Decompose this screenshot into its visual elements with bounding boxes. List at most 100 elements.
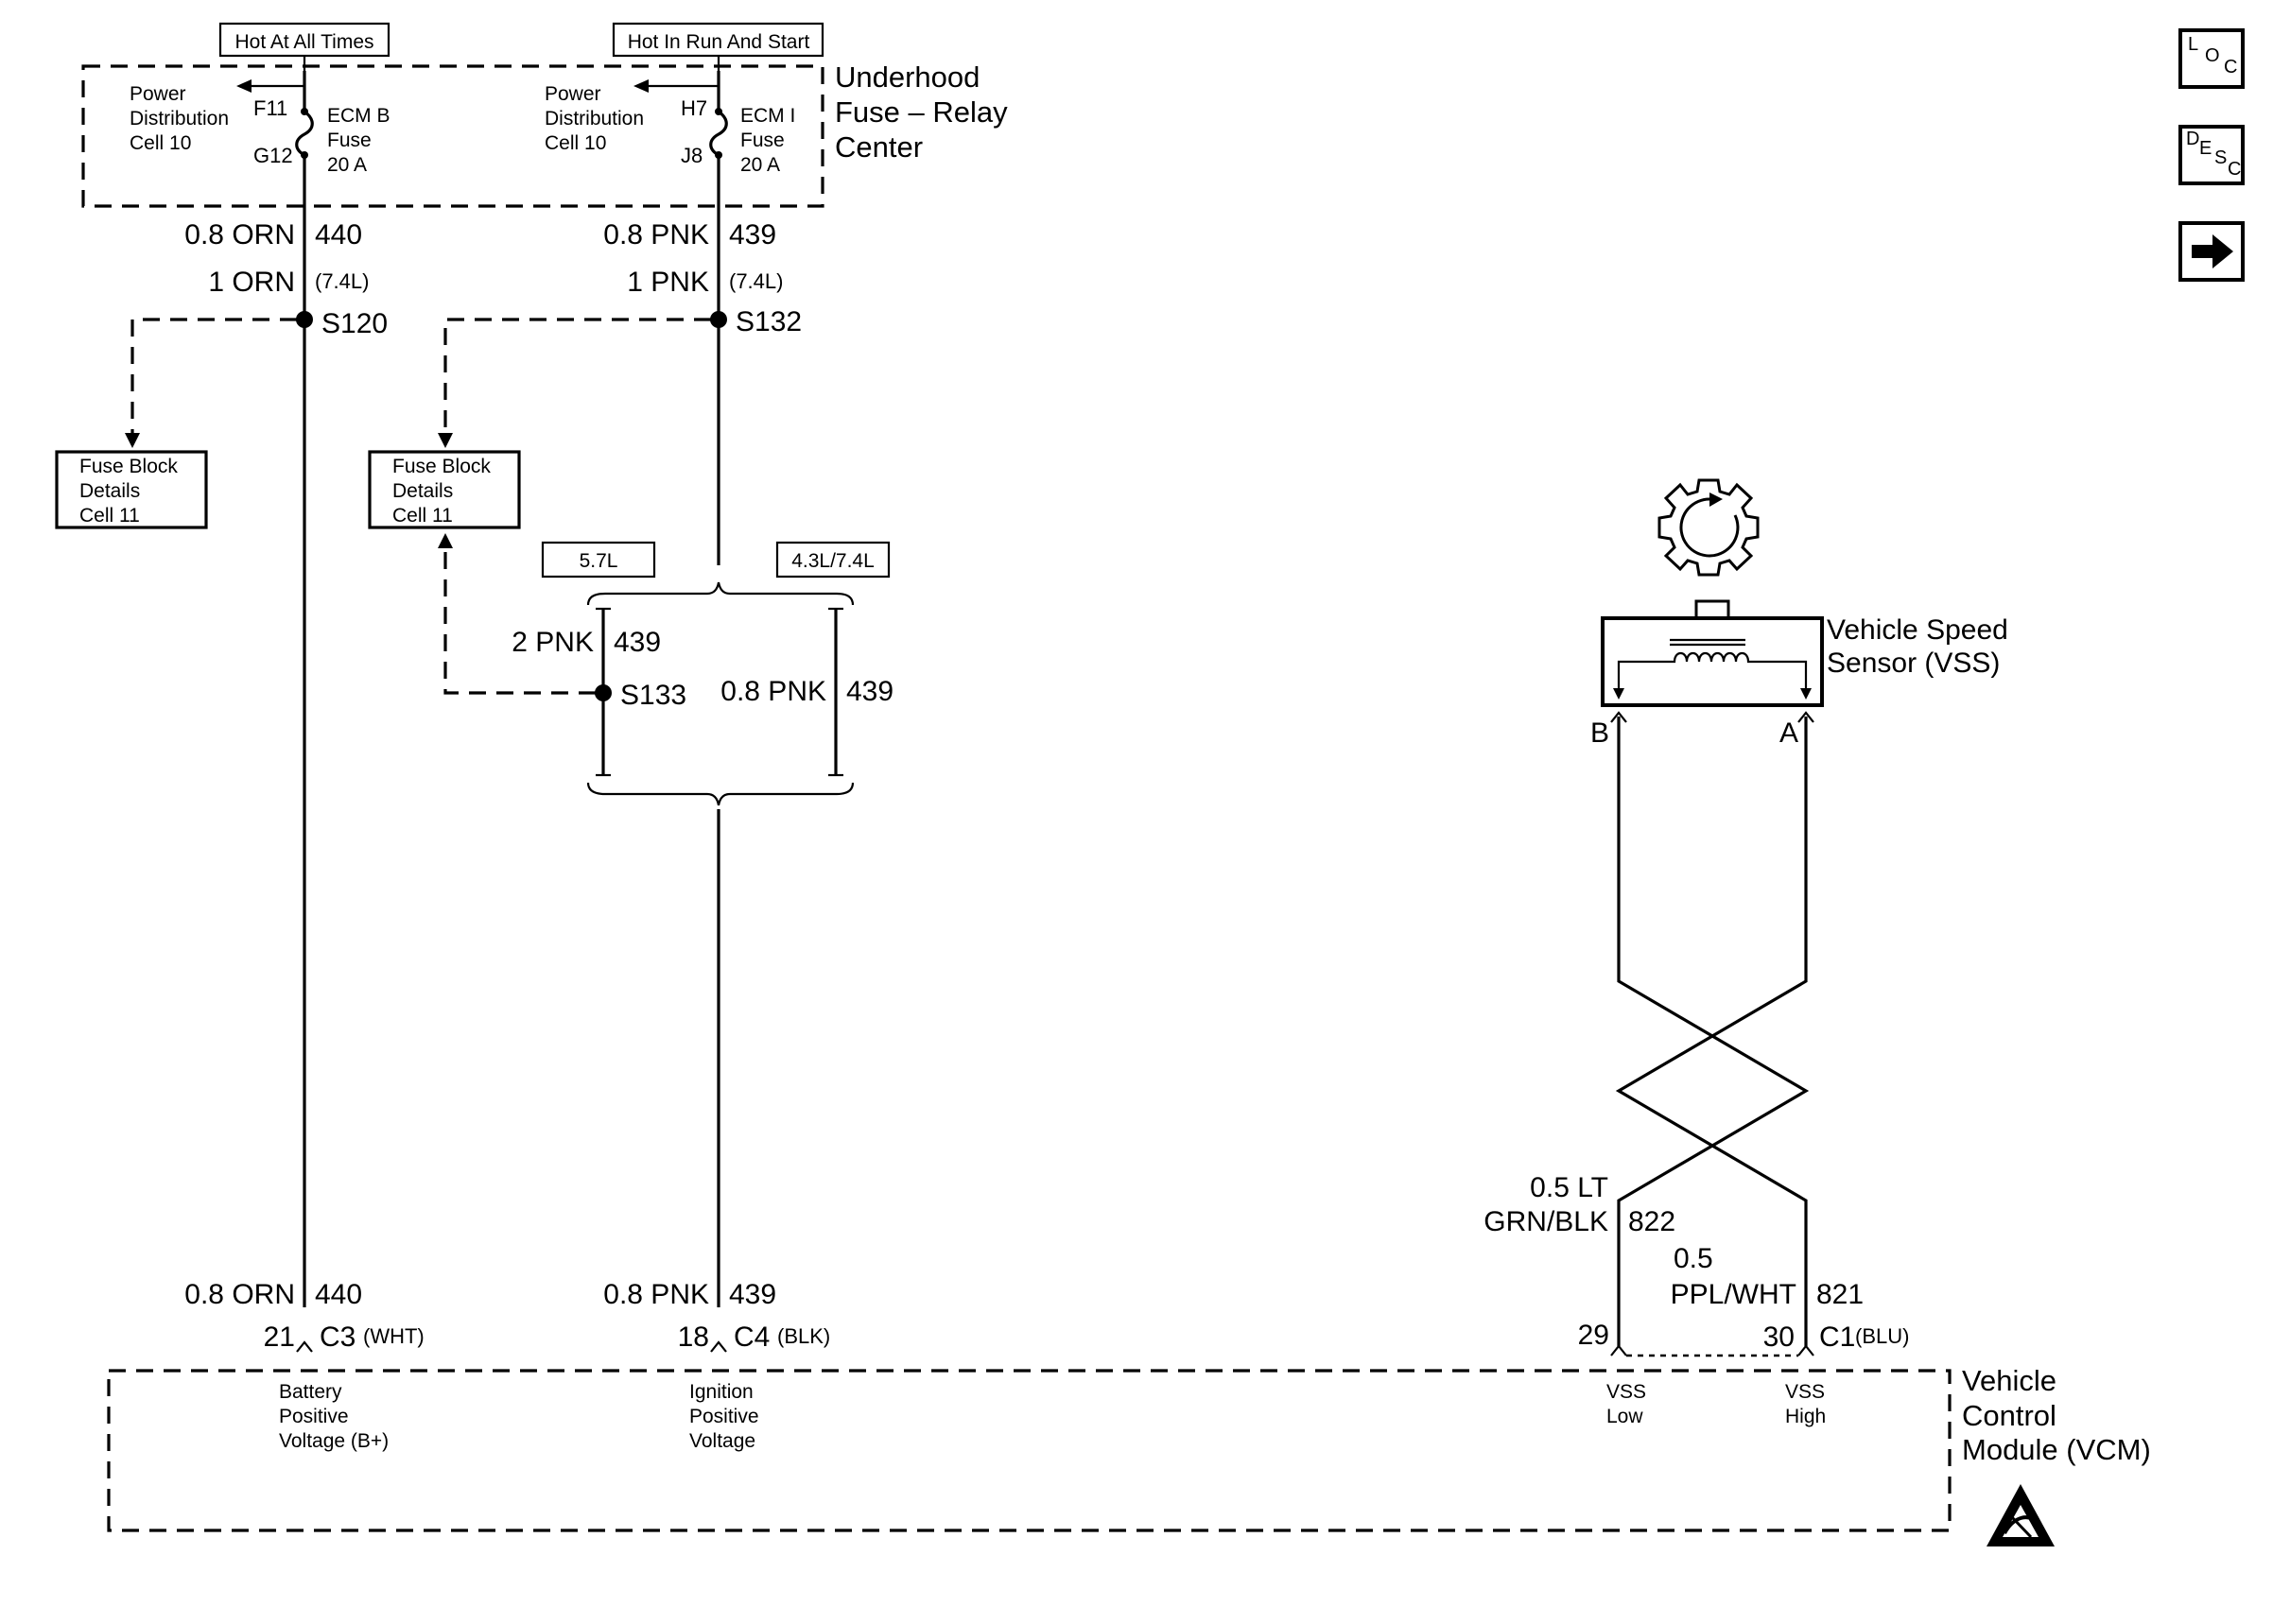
option-4-3l-7-4l-label: 4.3L/7.4L — [775, 541, 891, 579]
c4-connector: C4 — [734, 1322, 770, 1353]
next-page-button[interactable] — [2178, 221, 2245, 282]
circuit-440-upper-gauge: 0.8 ORN — [184, 219, 295, 251]
description-button[interactable]: D E S C — [2178, 125, 2245, 185]
wire-821-gauge-1: 0.5 — [1674, 1243, 1713, 1274]
wire-822-number: 822 — [1628, 1206, 1675, 1237]
fuse-b-name-2: Fuse — [327, 130, 372, 151]
esd-warning-icon — [1987, 1484, 2055, 1546]
vcm-ign-2: Positive — [689, 1406, 759, 1427]
vss-pin-b: B — [1590, 717, 1609, 749]
fuse-i-name-3: 20 A — [740, 154, 780, 176]
circuit-439-upper-gauge: 0.8 PNK — [603, 219, 709, 251]
fuse-b-name-1: ECM B — [327, 105, 390, 127]
fuse-i-bottom-pin: J8 — [681, 144, 703, 167]
circuit-440-alt-note: (7.4L) — [315, 269, 369, 293]
fuse-block-details-right[interactable]: Fuse Block Details Cell 11 — [368, 450, 521, 529]
desc-letter-e: E — [2199, 138, 2212, 159]
option-left-gauge: 2 PNK — [512, 627, 594, 658]
hot-in-run-and-start-label: Hot In Run And Start — [612, 22, 824, 58]
location-button[interactable]: L O C — [2178, 28, 2245, 89]
c4-pin-number: 18 — [678, 1322, 709, 1353]
svg-text:Fuse Block: Fuse Block — [79, 456, 178, 477]
pdc-right-3: Cell 10 — [545, 132, 606, 154]
vcm-box — [107, 1369, 1952, 1532]
vss-wire-822 — [1617, 717, 1810, 1346]
c1-pin-high: 30 — [1763, 1322, 1795, 1353]
c1-pin-30-symbol — [1797, 1344, 1814, 1356]
fuse-center-title-1: Underhood — [835, 60, 980, 94]
vcm-batt-1: Battery — [279, 1381, 342, 1403]
vss-name-2: Sensor (VSS) — [1827, 648, 2000, 679]
svg-text:Hot In Run And Start: Hot In Run And Start — [628, 31, 810, 53]
svg-text:Cell 11: Cell 11 — [392, 505, 453, 527]
fuse-b-bottom-pin: G12 — [253, 144, 293, 167]
vss-wire-821 — [1615, 717, 1808, 1346]
c1-color: (BLU) — [1855, 1324, 1909, 1348]
svg-text:Cell 11: Cell 11 — [79, 505, 140, 527]
c1-pin-29-symbol — [1610, 1344, 1627, 1356]
c3-color: (WHT) — [363, 1324, 425, 1348]
option-left-number: 439 — [614, 627, 661, 658]
fuse-b-name-3: 20 A — [327, 154, 367, 176]
pdc-left-2: Distribution — [130, 108, 229, 130]
c4-pin-symbol — [710, 1340, 727, 1353]
wire-821-number: 821 — [1816, 1279, 1864, 1310]
splice-s133 — [595, 684, 612, 701]
splice-s132-label: S132 — [736, 306, 802, 337]
vcm-ign-1: Ignition — [689, 1381, 754, 1403]
splice-s120-label: S120 — [321, 308, 388, 339]
option-right-gauge: 0.8 PNK — [720, 676, 826, 707]
circuit-439-alt-note: (7.4L) — [729, 269, 783, 293]
loc-letter-c: C — [2224, 57, 2238, 78]
circuit-439-lower-number: 439 — [729, 1279, 776, 1310]
pdc-right-2: Distribution — [545, 108, 644, 130]
c1-connector: C1 — [1819, 1322, 1855, 1353]
splice-s133-label: S133 — [620, 680, 686, 711]
reluctor-wheel-icon — [1657, 478, 1760, 577]
underhood-fuse-relay-center-box — [81, 64, 824, 208]
c3-pin-symbol — [296, 1340, 313, 1353]
vcm-ign-3: Voltage — [689, 1430, 755, 1452]
vcm-title-3: Module (VCM) — [1962, 1433, 2151, 1466]
option-bracket-top — [586, 581, 855, 606]
vcm-vss-high-1: VSS — [1785, 1381, 1825, 1403]
pdc-right-1: Power — [545, 83, 601, 105]
vss-sensor-body — [1601, 616, 1824, 707]
svg-text:Hot At All Times: Hot At All Times — [234, 31, 373, 53]
pdc-left-3: Cell 10 — [130, 132, 191, 154]
fuse-center-title-3: Center — [835, 130, 923, 164]
arrow-right-icon — [2192, 234, 2233, 268]
fuse-i-name-2: Fuse — [740, 130, 785, 151]
loc-letter-o: O — [2205, 45, 2220, 66]
vcm-vss-high-2: High — [1785, 1406, 1826, 1427]
option-bracket-bottom — [586, 782, 855, 806]
circuit-440-alt-gauge: 1 ORN — [208, 267, 295, 298]
fuse-i-top-pin: H7 — [681, 96, 707, 120]
option-right-number: 439 — [846, 676, 894, 707]
vcm-vss-low-1: VSS — [1606, 1381, 1646, 1403]
vcm-title-2: Control — [1962, 1399, 2056, 1432]
desc-letter-c: C — [2228, 159, 2242, 180]
fuse-b-top-pin: F11 — [253, 96, 287, 120]
splice-s120 — [296, 311, 313, 328]
circuit-439-upper-number: 439 — [729, 219, 776, 251]
svg-text:Details: Details — [392, 480, 453, 502]
splice-s132 — [710, 311, 727, 328]
fuse-block-details-left[interactable]: Fuse Block Details Cell 11 — [55, 450, 208, 529]
svg-text:Details: Details — [79, 480, 140, 502]
circuit-440-lower-gauge: 0.8 ORN — [184, 1279, 295, 1310]
circuit-440-upper-number: 440 — [315, 219, 362, 251]
hot-at-all-times-label: Hot At All Times — [218, 22, 390, 58]
pdc-left-1: Power — [130, 83, 186, 105]
ecm-b-fuse-symbol — [295, 71, 314, 159]
svg-text:4.3L/7.4L: 4.3L/7.4L — [791, 550, 875, 572]
ecm-i-fuse-symbol — [709, 71, 728, 159]
svg-text:Fuse Block: Fuse Block — [392, 456, 491, 477]
vss-name-1: Vehicle Speed — [1827, 614, 2008, 646]
circuit-440-lower-number: 440 — [315, 1279, 362, 1310]
fuse-center-title-2: Fuse – Relay — [835, 95, 1008, 129]
fuse-i-name-1: ECM I — [740, 105, 795, 127]
c3-pin-number: 21 — [264, 1322, 295, 1353]
wire-822-gauge-2: GRN/BLK — [1484, 1206, 1608, 1237]
